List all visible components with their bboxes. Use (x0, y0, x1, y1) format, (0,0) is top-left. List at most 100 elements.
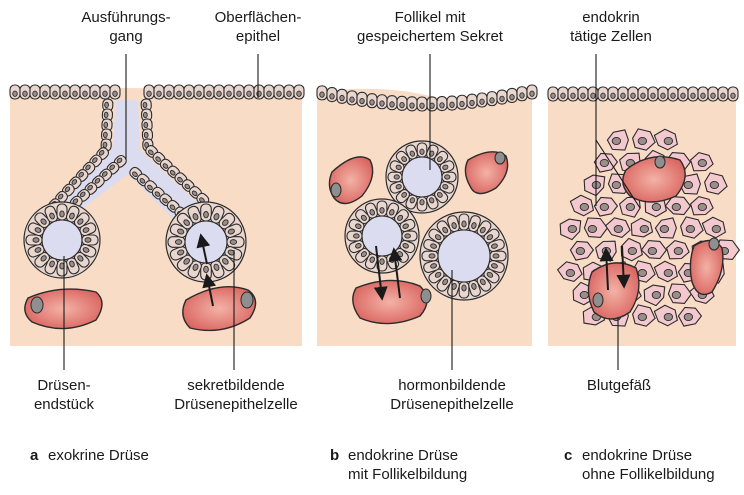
surface-epithelial-cell (437, 97, 447, 111)
label-line: Oberflächen- (200, 8, 316, 27)
surface-epithelial-cell (548, 87, 558, 101)
caption-line: ohne Follikelbildung (582, 465, 715, 484)
label-line: gespeichertem Sekret (346, 27, 514, 46)
surface-epithelial-cell (417, 97, 427, 111)
surface-epithelial-cell (10, 85, 20, 99)
surface-epithelial-cell (357, 92, 367, 106)
label-line: sekretbildende (162, 376, 310, 395)
surface-epithelial-cell (224, 85, 234, 99)
surface-epithelial-cell (477, 93, 487, 107)
label-line: Follikel mit (346, 8, 514, 27)
surface-epithelial-cell (110, 85, 120, 99)
gland-cell (201, 263, 212, 280)
label-line: Ausführungs- (70, 8, 182, 27)
label-line: Blutgefäß (574, 376, 664, 395)
surface-epithelial-cell (447, 96, 457, 110)
surface-epithelial-cell (234, 85, 244, 99)
surface-epithelial-cell (254, 85, 264, 99)
gland-cell (347, 231, 362, 241)
surface-epithelial-cell (284, 85, 294, 99)
gland-cell (201, 204, 212, 221)
label-follikel: Follikel mit gespeichertem Sekret (346, 8, 514, 46)
surface-epithelial-cell (80, 85, 90, 99)
surface-epithelial-cell (487, 92, 497, 106)
surface-epithelial-cell (517, 87, 527, 101)
surface-epithelial-cell (708, 87, 718, 101)
surface-epithelial-cell (100, 85, 110, 99)
gland-cell (442, 172, 456, 182)
surface-epithelial-cell (728, 87, 738, 101)
surface-epithelial-cell (578, 87, 588, 101)
caption-letter: b (330, 446, 348, 465)
surface-epithelial-cell (60, 85, 70, 99)
gland-cell (57, 260, 67, 276)
gland-cell (377, 201, 387, 216)
surface-epithelial-cell (70, 85, 80, 99)
gland-cell (82, 235, 98, 245)
surface-epithelial-cell (387, 96, 397, 110)
label-line: endstück (20, 395, 108, 414)
gland-cell (417, 143, 427, 157)
surface-epithelial-cell (294, 85, 304, 99)
surface-epithelial-cell (347, 91, 357, 105)
surface-epithelial-cell (618, 87, 628, 101)
surface-epithelial-cell (90, 85, 100, 99)
gland-cell (417, 197, 427, 211)
gland-cell (26, 235, 42, 245)
surface-epithelial-cell (718, 87, 728, 101)
surface-epithelial-cell (527, 85, 537, 99)
surface-epithelial-cell (30, 85, 40, 99)
label-line: Drüsenepithelzelle (162, 395, 310, 414)
surface-epithelial-cell (497, 90, 507, 104)
caption-line: endokrine Drüse (348, 446, 467, 465)
label-line: hormonbildende (376, 376, 528, 395)
surface-epithelial-cell (507, 88, 517, 102)
surface-epithelial-cell (628, 87, 638, 101)
gland-cell (459, 214, 469, 230)
gland-cell (388, 172, 402, 182)
label-endokrin-zellen: endokrin tätige Zellen (552, 8, 670, 46)
follicle-left (345, 199, 419, 273)
caption-line: mit Follikelbildung (348, 465, 467, 484)
surface-epithelial-cell (20, 85, 30, 99)
surface-epithelial-cell (337, 89, 347, 103)
blood-vessel-b3 (353, 280, 431, 323)
surface-epithelial-cell (40, 85, 50, 99)
caption-letter: c (564, 446, 582, 465)
gland-cell (422, 251, 438, 261)
blood-vessel-c3 (588, 263, 638, 319)
surface-epithelial-cell (648, 87, 658, 101)
surface-epithelial-cell (144, 85, 154, 99)
caption-b: bendokrine Drüsemit Follikelbildung (330, 446, 467, 484)
label-line: epithel (200, 27, 316, 46)
surface-epithelial-cell (377, 95, 387, 109)
surface-epithelial-cell (154, 85, 164, 99)
surface-epithelial-cell (688, 87, 698, 101)
label-line: gang (70, 27, 182, 46)
follicle-right (420, 212, 508, 300)
gland-endpiece-left (24, 202, 100, 278)
surface-epithelial-cell (397, 96, 407, 110)
gland-cell (57, 204, 67, 220)
surface-epithelial-cell (327, 88, 337, 102)
gland-cell (490, 251, 506, 261)
surface-epithelial-cell (457, 95, 467, 109)
label-blutgefaess: Blutgefäß (574, 376, 664, 395)
gland-cell (459, 282, 469, 298)
surface-epithelial-cell (174, 85, 184, 99)
surface-epithelial-cell (698, 87, 708, 101)
surface-epithelium-a (10, 85, 304, 99)
label-sekretbildende: sekretbildende Drüsenepithelzelle (162, 376, 310, 414)
surface-epithelial-cell (214, 85, 224, 99)
gland-cell (402, 231, 417, 241)
label-line: Drüsen- (20, 376, 108, 395)
surface-epithelial-cell (568, 87, 578, 101)
label-oberflaechenepithel: Oberflächen- epithel (200, 8, 316, 46)
surface-epithelial-cell (668, 87, 678, 101)
surface-epithelial-cell (194, 85, 204, 99)
surface-epithelial-cell (50, 85, 60, 99)
label-ausfuehrungsgang: Ausführungs- gang (70, 8, 182, 46)
label-druesenendstueck: Drüsen- endstück (20, 376, 108, 414)
